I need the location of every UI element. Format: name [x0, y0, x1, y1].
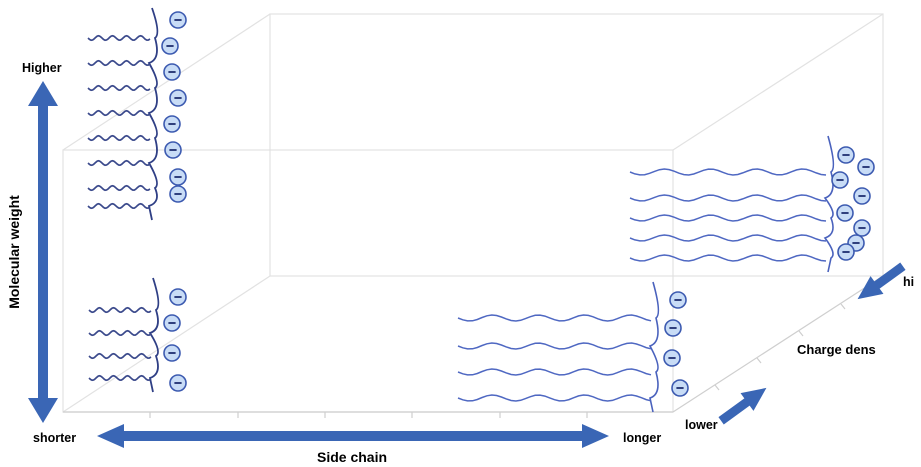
side-chain [457, 394, 652, 402]
side-chain [88, 374, 152, 382]
molecule-low-mw-long-chain [457, 281, 689, 413]
side-chain [629, 254, 827, 262]
polymer-backbone [148, 277, 160, 393]
negative-charge-icon [663, 349, 681, 367]
side-chain-arrow [97, 424, 609, 448]
side-chain [629, 168, 827, 176]
side-chain [87, 84, 151, 92]
negative-charge-icon [169, 288, 187, 306]
side-chain [88, 352, 152, 360]
side-chain [629, 214, 827, 222]
negative-charge-icon [169, 185, 187, 203]
back-face [269, 13, 884, 277]
negative-charge-icon [853, 187, 871, 205]
charge-density-label: Charge dens [797, 342, 876, 357]
side-chain [88, 306, 152, 314]
shorter-label: shorter [33, 431, 76, 445]
side-chain [87, 202, 151, 210]
polymer-backbone [147, 7, 159, 221]
side-chain [87, 59, 151, 67]
negative-charge-icon [163, 115, 181, 133]
negative-charge-icon [836, 204, 854, 222]
side-chain-axis-ticks [149, 412, 588, 418]
side-chain [88, 329, 152, 337]
longer-label: longer [623, 431, 661, 445]
edge-top-left [62, 13, 271, 151]
side-chain [87, 34, 151, 42]
charge-density-arrow-lower [718, 387, 767, 425]
edge-top-right [672, 13, 884, 151]
side-chain [629, 234, 827, 242]
negative-charge-icon [664, 319, 682, 337]
molecule-low-mw-short-chain [88, 277, 187, 393]
edge-bottom-left [62, 275, 271, 413]
charge-density-axis-ticks [714, 303, 846, 391]
negative-charge-icon [853, 219, 871, 237]
side-chain [457, 342, 652, 350]
side-chain-label: Side chain [317, 449, 387, 465]
negative-charge-icon [164, 141, 182, 159]
molecule-high-mw-short-chain [87, 7, 187, 221]
negative-charge-icon [169, 168, 187, 186]
high-label: hi [903, 275, 914, 289]
charge-density-arrows [718, 262, 906, 425]
negative-charge-icon [169, 374, 187, 392]
negative-charge-icon [163, 63, 181, 81]
negative-charge-icon [163, 314, 181, 332]
higher-label: Higher [22, 61, 62, 75]
negative-charge-icon [161, 37, 179, 55]
molecular-weight-label: Molecular weight [6, 195, 22, 309]
negative-charge-icon [837, 243, 855, 261]
side-chain [457, 368, 652, 376]
design-space-box [62, 13, 884, 418]
side-chain [457, 314, 652, 322]
side-chain [87, 159, 151, 167]
lower-label: lower [685, 418, 718, 432]
negative-charge-icon [669, 291, 687, 309]
side-chain [629, 194, 827, 202]
negative-charge-icon [857, 158, 875, 176]
negative-charge-icon [163, 344, 181, 362]
side-chain [87, 109, 151, 117]
negative-charge-icon [169, 11, 187, 29]
polymer-backbone [648, 281, 660, 413]
side-chain [87, 134, 151, 142]
negative-charge-icon [169, 89, 187, 107]
side-chain [87, 184, 151, 192]
charge-density-arrow-higher [857, 262, 906, 300]
negative-charge-icon [837, 146, 855, 164]
negative-charge-icon [831, 171, 849, 189]
molecular-weight-arrow [28, 81, 58, 423]
charge-density-axis-line [672, 275, 884, 413]
polymer-backbone [823, 135, 835, 273]
negative-charge-icon [671, 379, 689, 397]
molecule-long-chain-high-charge [629, 135, 875, 273]
